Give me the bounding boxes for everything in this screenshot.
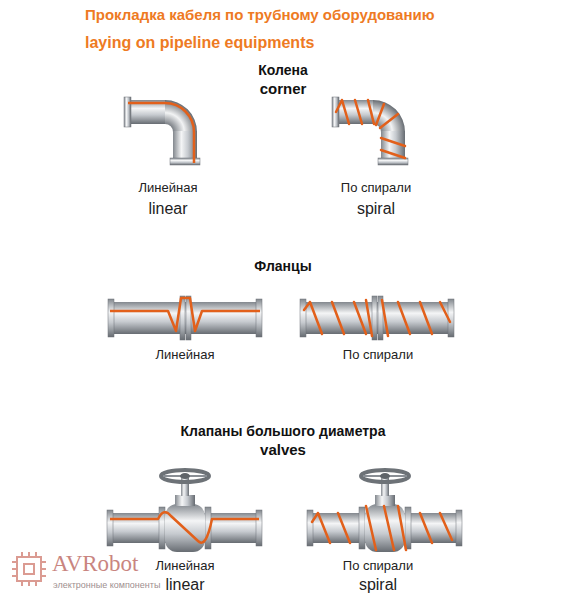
valve-spiral: [307, 470, 462, 552]
section-heading: Клапаны большого диаметра: [181, 423, 386, 439]
elbow-linear: [124, 97, 200, 165]
chip-body: [17, 557, 41, 581]
elbow-pipe: [124, 97, 200, 165]
method-label: linear: [165, 576, 204, 594]
method-label: По спирали: [343, 559, 413, 574]
flange-spiral: [300, 296, 454, 340]
chip-pins: [12, 552, 46, 586]
valve-linear: [107, 470, 262, 552]
heating-cable: [304, 300, 450, 336]
watermark-icon: [12, 552, 46, 586]
section-heading: valves: [260, 441, 306, 458]
flange-linear: [108, 296, 262, 340]
section-heading: Фланцы: [254, 258, 311, 274]
flange-pipe: [300, 296, 454, 340]
watermark: AVRobot: [52, 551, 139, 577]
valve-pipe: [107, 470, 262, 552]
method-label: spiral: [359, 576, 397, 594]
heating-cable: [110, 512, 259, 543]
chip-core: [24, 564, 34, 574]
flange-pipe: [108, 296, 262, 340]
method-label: Линейная: [156, 559, 215, 574]
heating-cable: [128, 103, 194, 163]
elbow-pipe: [332, 97, 408, 165]
heating-cable: [336, 100, 405, 158]
watermark: электронные компоненты: [53, 580, 160, 590]
valve-pipe: [307, 470, 462, 552]
method-label: По спирали: [341, 181, 411, 196]
elbow-spiral: [332, 97, 408, 165]
method-label: По спирали: [343, 348, 413, 363]
method-label: spiral: [357, 200, 395, 218]
method-label: linear: [148, 200, 187, 218]
section-heading: corner: [260, 80, 307, 97]
method-label: Линейная: [139, 181, 198, 196]
method-label: Линейная: [156, 348, 215, 363]
title-text: Прокладка кабеля по трубному оборудовани…: [85, 6, 435, 23]
subtitle-text: laying on pipeline equipments: [85, 34, 314, 52]
section-heading: Колена: [258, 62, 308, 78]
heating-cable: [110, 298, 260, 331]
heating-cable: [312, 506, 452, 550]
